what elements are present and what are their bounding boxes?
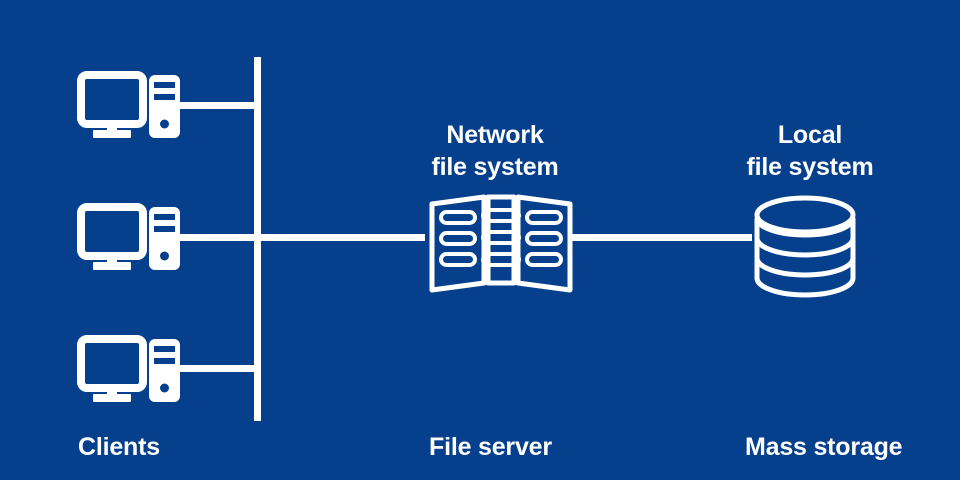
server-rack-icon[interactable] <box>429 194 573 293</box>
network-file-system-line2: file system <box>431 153 559 181</box>
server-slot <box>481 252 521 267</box>
monitor-screen-icon <box>77 203 147 260</box>
server-panel-center <box>485 194 517 286</box>
monitor-neck-icon <box>107 122 117 134</box>
server-slots-right <box>525 210 563 267</box>
disk-stack-icon[interactable] <box>754 195 856 298</box>
monitor-screen-icon <box>77 71 147 128</box>
tower-power-button-icon <box>160 251 169 261</box>
local-file-system-title: Local file system <box>685 119 935 183</box>
client-2-icon[interactable] <box>77 203 180 270</box>
tower-slot-icon <box>154 82 175 88</box>
disk-top-ellipse <box>754 195 856 235</box>
server-slot <box>439 210 477 225</box>
server-slot <box>439 231 477 246</box>
monitor-base-icon <box>93 394 131 402</box>
monitor-neck-icon <box>107 254 117 266</box>
desktop-computer-icon <box>77 203 180 270</box>
tower-power-button-icon <box>160 383 169 393</box>
server-slot <box>525 252 563 267</box>
desktop-computer-icon <box>77 71 180 138</box>
server-slot <box>439 252 477 267</box>
connection-lines <box>180 57 752 421</box>
local-file-system-line2: file system <box>746 153 874 181</box>
tower-case-icon <box>149 75 180 138</box>
tower-slot-icon <box>154 346 175 352</box>
server-slot <box>481 230 521 245</box>
tower-slot-icon <box>154 94 175 100</box>
mass-storage-label: Mass storage <box>745 433 903 461</box>
network-file-system-title: Network file system <box>370 119 620 183</box>
local-file-system-line1: Local <box>777 121 843 149</box>
tower-case-icon <box>149 339 180 402</box>
connection-client-1 <box>180 102 258 109</box>
desktop-computer-icon <box>77 335 180 402</box>
tower-power-button-icon <box>160 119 169 129</box>
connection-client-2 <box>180 234 261 241</box>
server-slot <box>481 208 521 223</box>
monitor-neck-icon <box>107 386 117 398</box>
disk-layer-arc <box>754 257 856 278</box>
tower-slot-icon <box>154 358 175 364</box>
tower-case-icon <box>149 207 180 270</box>
network-file-system-line1: Network <box>446 121 544 149</box>
server-slot <box>525 210 563 225</box>
tower-slot-icon <box>154 226 175 232</box>
client-3-icon[interactable] <box>77 335 180 402</box>
server-panel-left <box>429 194 487 293</box>
monitor-screen-icon <box>77 335 147 392</box>
client-1-icon[interactable] <box>77 71 180 138</box>
server-slots-left <box>439 210 477 267</box>
monitor-base-icon <box>93 262 131 270</box>
server-slot <box>525 231 563 246</box>
clients-label: Clients <box>78 433 160 461</box>
connection-server-to-storage <box>570 234 752 241</box>
tower-slot-icon <box>154 214 175 220</box>
disk-layer-arc <box>754 237 856 258</box>
connection-bus-to-server <box>258 234 425 241</box>
disk-bottom-arc <box>754 277 856 298</box>
server-slots-center <box>481 208 521 267</box>
monitor-base-icon <box>93 130 131 138</box>
file-server-label: File server <box>429 433 552 461</box>
connection-client-3 <box>180 365 258 372</box>
